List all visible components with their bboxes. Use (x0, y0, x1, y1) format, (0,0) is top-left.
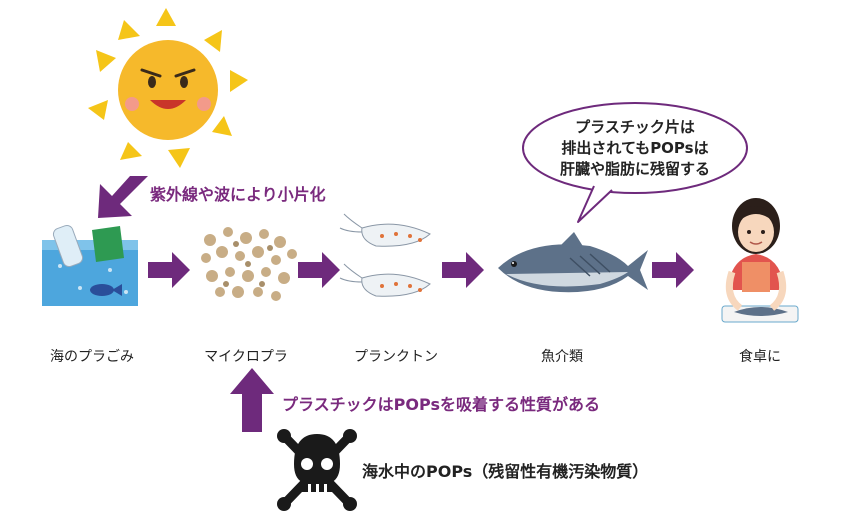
bubble-text: プラスチック片は 排出されてもPOPsは 肝臓や脂肪に残留する (535, 117, 735, 180)
stage-label-plankton: プランクトン (354, 349, 438, 365)
bubble-line-1: プラスチック片は (575, 118, 695, 136)
stage-label-microplastic: マイクロプラ (204, 349, 288, 365)
fragmentation-caption: 紫外線や波により小片化 (150, 185, 326, 204)
stage-label-fish: 魚介類 (541, 349, 583, 365)
bubble-line-2: 排出されてもPOPsは (561, 139, 709, 157)
stage-label-dining-table: 食卓に (739, 349, 781, 365)
bubble-line-3: 肝臓や脂肪に残留する (559, 160, 710, 178)
stage-label-ocean-trash: 海のプラごみ (50, 349, 134, 365)
absorption-caption: プラスチックはPOPsを吸着する性質がある (282, 395, 600, 414)
pops-caption: 海水中のPOPs（残留性有機汚染物質） (362, 462, 649, 481)
